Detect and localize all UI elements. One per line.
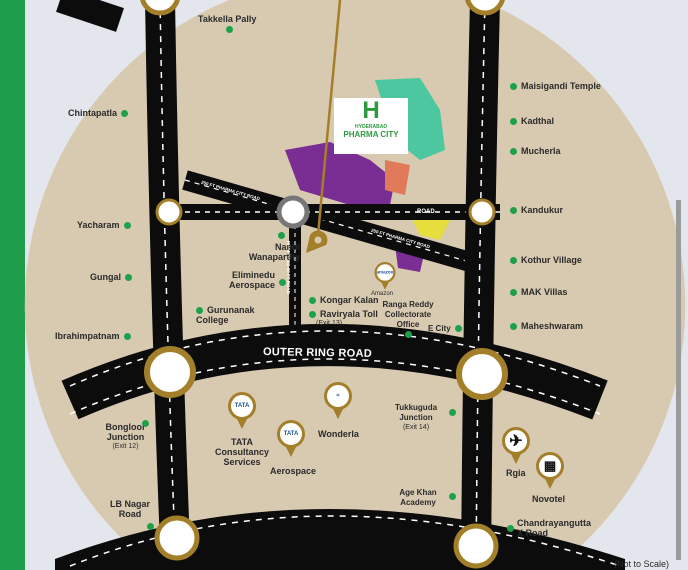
tata-pin-icon: TATA (228, 392, 256, 432)
place-novotel: Novotel (532, 494, 566, 504)
place-mak-villas: MAK Villas (506, 287, 567, 297)
amazon-pin-icon: amazon (374, 262, 396, 292)
place-chintapatla: Chintapatla (68, 108, 132, 118)
vertical-roads (56, 0, 500, 570)
place-aerospace: Aerospace (270, 466, 317, 476)
pharma-pointer-line (316, 0, 342, 236)
place-bongloor: Bongloor Junction(Exit 12) (98, 420, 153, 452)
aerospace-pin-icon: TATA (277, 420, 305, 460)
place-kongar: Kongar Kalan (305, 295, 379, 305)
place-maheshwaram: Maheshwaram (506, 321, 583, 331)
place-takkella: Takkella Pally (198, 14, 256, 34)
place-mucherla: Mucherla (506, 146, 561, 156)
not-to-scale-note: (Not to Scale) (614, 559, 670, 569)
place-raviryala: Raviryala Toll(Exit 13) (305, 309, 378, 329)
pharma-city-logo: H HYDERABAD PHARMA CITY (334, 98, 408, 154)
place-rangareddy: Ranga Reddy Collectorate Office (378, 300, 438, 340)
agekhan-dot (449, 493, 456, 500)
scrollbar[interactable] (676, 200, 681, 560)
logo-line2: PHARMA CITY (343, 130, 399, 139)
place-kothur: Kothur Village (506, 255, 582, 265)
place-agekhan: Age Khan Academy (399, 488, 437, 507)
place-amazon: Amazon (371, 291, 394, 297)
interchange-nodes (140, 0, 508, 569)
place-tcs: TATA Consultancy Services (214, 437, 269, 467)
orr-label: OUTER RING ROAD (262, 346, 373, 360)
road-label: ROAD (417, 209, 435, 215)
hotel-pin-icon: ▦ (536, 452, 564, 492)
tukkuguda-dot (449, 409, 456, 416)
place-gurunanak: Gurunanak College (196, 305, 255, 325)
place-nandi: Nandi Wanaparthy (248, 242, 300, 262)
eliminedu-dot (279, 279, 286, 286)
logo-line1: HYDERABAD (355, 124, 387, 130)
place-yacharam: Yacharam (77, 220, 135, 230)
pharma-city-roads (182, 170, 473, 272)
place-wonderla: Wonderla (318, 429, 359, 439)
lbnagar-dot (147, 523, 154, 530)
airport-pin-icon: ✈ (502, 427, 530, 467)
green-side-strip (0, 0, 25, 570)
place-rgia: Rgia (506, 468, 526, 478)
place-maisigandi: Maisigandi Temple (506, 81, 601, 91)
place-kadthal: Kadthal (506, 116, 554, 126)
place-lbnagar: LB Nagar Road (109, 499, 150, 519)
place-tukkuguda: Tukkuguda Junction(Exit 14) (394, 403, 438, 431)
place-eliminedu: Eliminedu Aerospace (228, 270, 275, 290)
place-kandukur: Kandukur (506, 205, 563, 215)
place-ibrahimpatnam: Ibrahimpatnam (55, 331, 135, 341)
place-ecity: E City (428, 324, 466, 334)
wonderla-pin-icon: ≈ (324, 382, 352, 422)
place-chandrayangutta: Chandrayangutta X Road (503, 518, 593, 538)
nandi-dot (278, 232, 285, 239)
logo-letter: H (362, 97, 380, 124)
place-gungal: Gungal (90, 272, 136, 282)
